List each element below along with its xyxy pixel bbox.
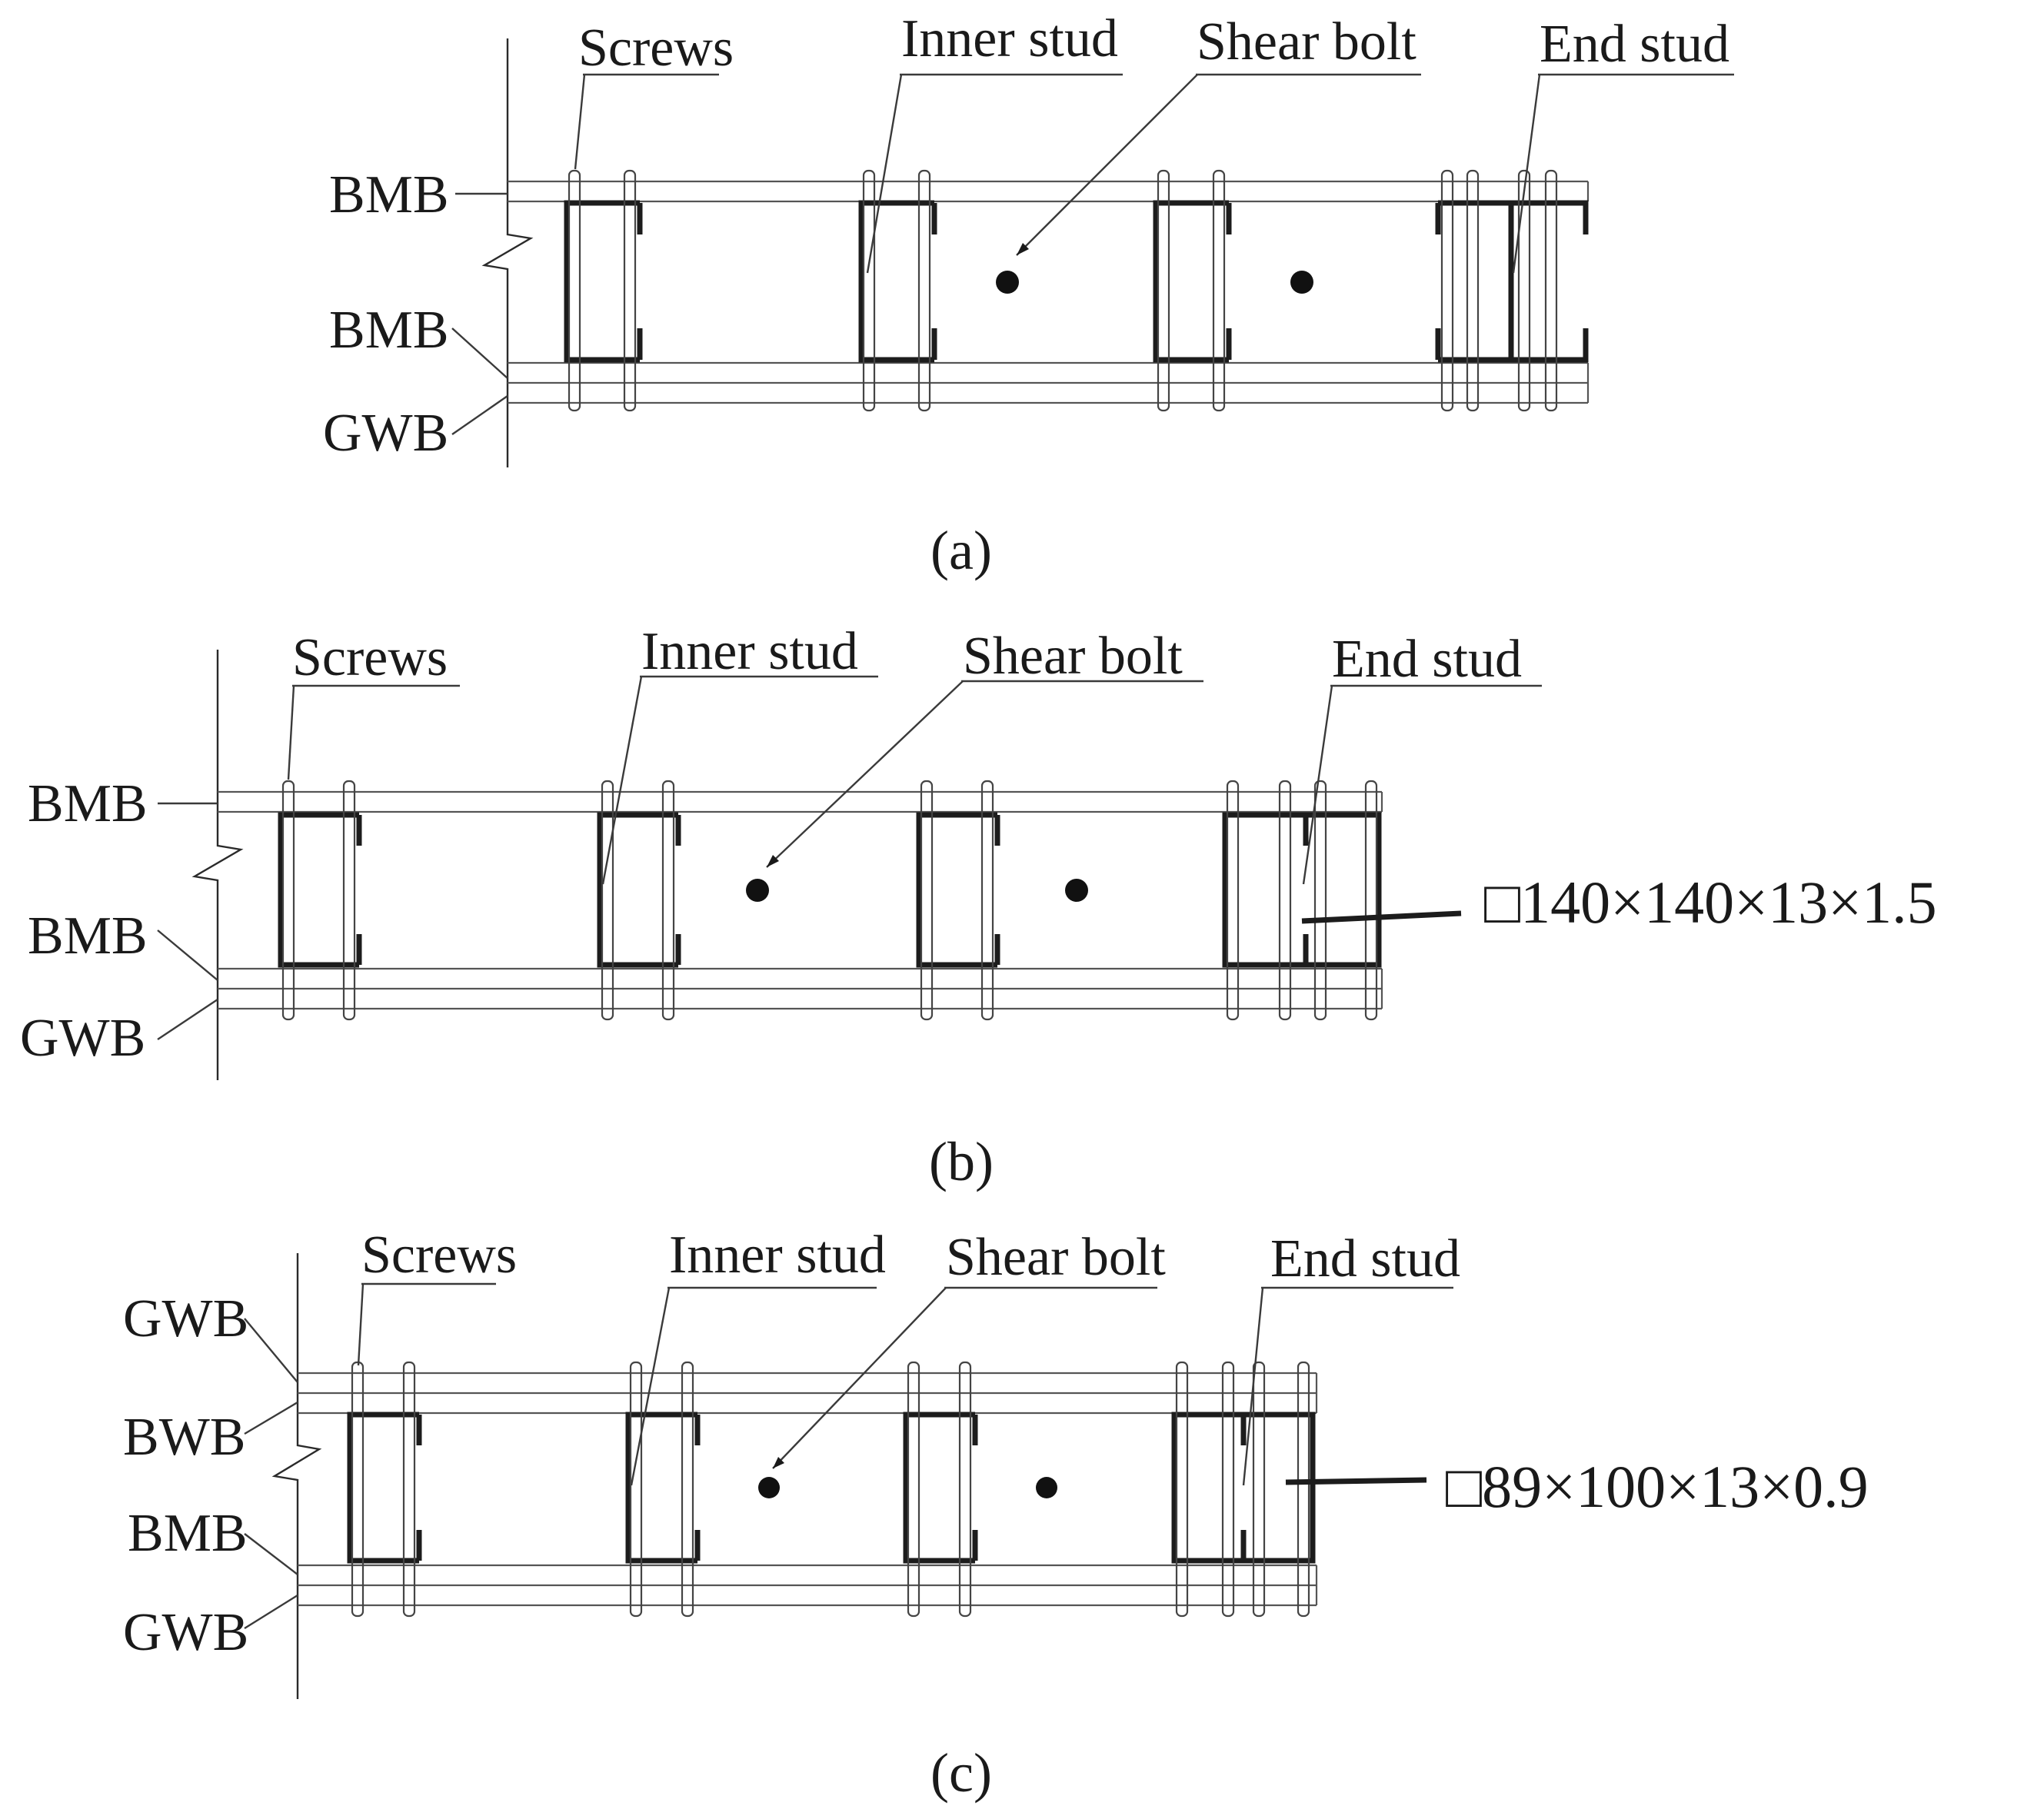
panel-a-shear-bolt-label: Shear bolt [1197, 12, 1416, 71]
panel-a-studs [564, 200, 1589, 363]
panel-b-stud-1 [278, 812, 362, 968]
panel-b-studs [278, 812, 1382, 968]
panel-b-shear-bolt-2 [1065, 879, 1088, 902]
panel-c: Screws Inner stud Shear bolt End stud □8… [123, 1225, 1869, 1804]
panel-a-end-stud-label: End stud [1540, 15, 1729, 74]
panel-c-studs [347, 1412, 1316, 1564]
panel-a-layer-3-label: GWB [323, 404, 448, 463]
panel-c-wall-edge [271, 1253, 322, 1699]
panel-b: Screws Inner stud Shear bolt End stud □1… [20, 622, 1937, 1192]
panel-a-caption: (a) [930, 520, 992, 581]
panel-b-shear-bolt-label: Shear bolt [963, 627, 1183, 686]
panel-b-layer-3-label: GWB [20, 1009, 145, 1068]
panel-b-layer-1-label: BMB [28, 774, 148, 833]
panel-b-screws-label: Screws [292, 628, 448, 687]
panel-a-stud-3 [1153, 200, 1232, 363]
panel-b-screws [281, 780, 1378, 1021]
panel-a-end-stud [1435, 200, 1589, 363]
panel-c-layer-1-label: GWB [123, 1289, 248, 1348]
panel-a-screws [568, 169, 1558, 412]
panel-a-shear-bolt-2 [1290, 271, 1313, 294]
panel-c-layer-2-label: BWB [123, 1408, 245, 1467]
panel-c-shear-bolt-label: Shear bolt [946, 1228, 1166, 1287]
panel-a-callouts: Screws Inner stud Shear bolt End stud BM… [323, 9, 1734, 463]
panel-c-stud-1 [347, 1412, 422, 1564]
panel-b-caption: (b) [929, 1131, 994, 1192]
panel-a-layer-1-label: BMB [329, 165, 449, 224]
panel-a-screws-label: Screws [578, 18, 734, 78]
panel-b-stud-3 [916, 812, 1000, 968]
panel-b-end-stud [1222, 812, 1382, 968]
panel-b-inner-stud-label: Inner stud [641, 622, 858, 681]
panel-c-stud-3 [903, 1412, 978, 1564]
panel-a-shear-bolt-1 [996, 271, 1019, 294]
panel-b-end-stud-label: End stud [1332, 630, 1522, 689]
panel-b-callouts: Screws Inner stud Shear bolt End stud □1… [20, 622, 1937, 1068]
panel-a-stud-1 [564, 200, 643, 363]
panel-c-end-stud-label: End stud [1270, 1229, 1460, 1289]
panel-b-section-spec: □140×140×13×1.5 [1484, 869, 1937, 936]
panel-b-shear-bolt-1 [746, 879, 769, 902]
panel-c-stud-2 [625, 1412, 701, 1564]
panel-a-stud-2 [858, 200, 937, 363]
panel-a-layer-2-label: BMB [329, 301, 449, 360]
panel-c-layer-3-label: BMB [128, 1504, 248, 1563]
panel-b-wall-edge [191, 650, 244, 1080]
panel-c-screws [351, 1361, 1310, 1618]
panel-c-section-spec: □89×100×13×0.9 [1446, 1453, 1869, 1520]
panel-c-inner-stud-label: Inner stud [669, 1225, 886, 1285]
panel-c-boards [298, 1372, 1318, 1607]
panel-a-inner-stud-label: Inner stud [901, 9, 1118, 68]
panel-c-screws-label: Screws [361, 1225, 517, 1285]
panel-b-boards [218, 790, 1383, 1010]
panel-a-boards [508, 180, 1590, 404]
panel-a: Screws Inner stud Shear bolt End stud BM… [323, 9, 1734, 581]
panel-b-stud-2 [597, 812, 681, 968]
panel-b-layer-2-label: BMB [28, 906, 148, 966]
panel-c-callouts: Screws Inner stud Shear bolt End stud □8… [123, 1225, 1869, 1662]
panel-c-shear-bolt-2 [1036, 1477, 1057, 1498]
panel-c-shear-bolt-1 [758, 1477, 780, 1498]
panel-c-layer-4-label: GWB [123, 1603, 248, 1662]
panel-c-caption: (c) [930, 1742, 992, 1804]
